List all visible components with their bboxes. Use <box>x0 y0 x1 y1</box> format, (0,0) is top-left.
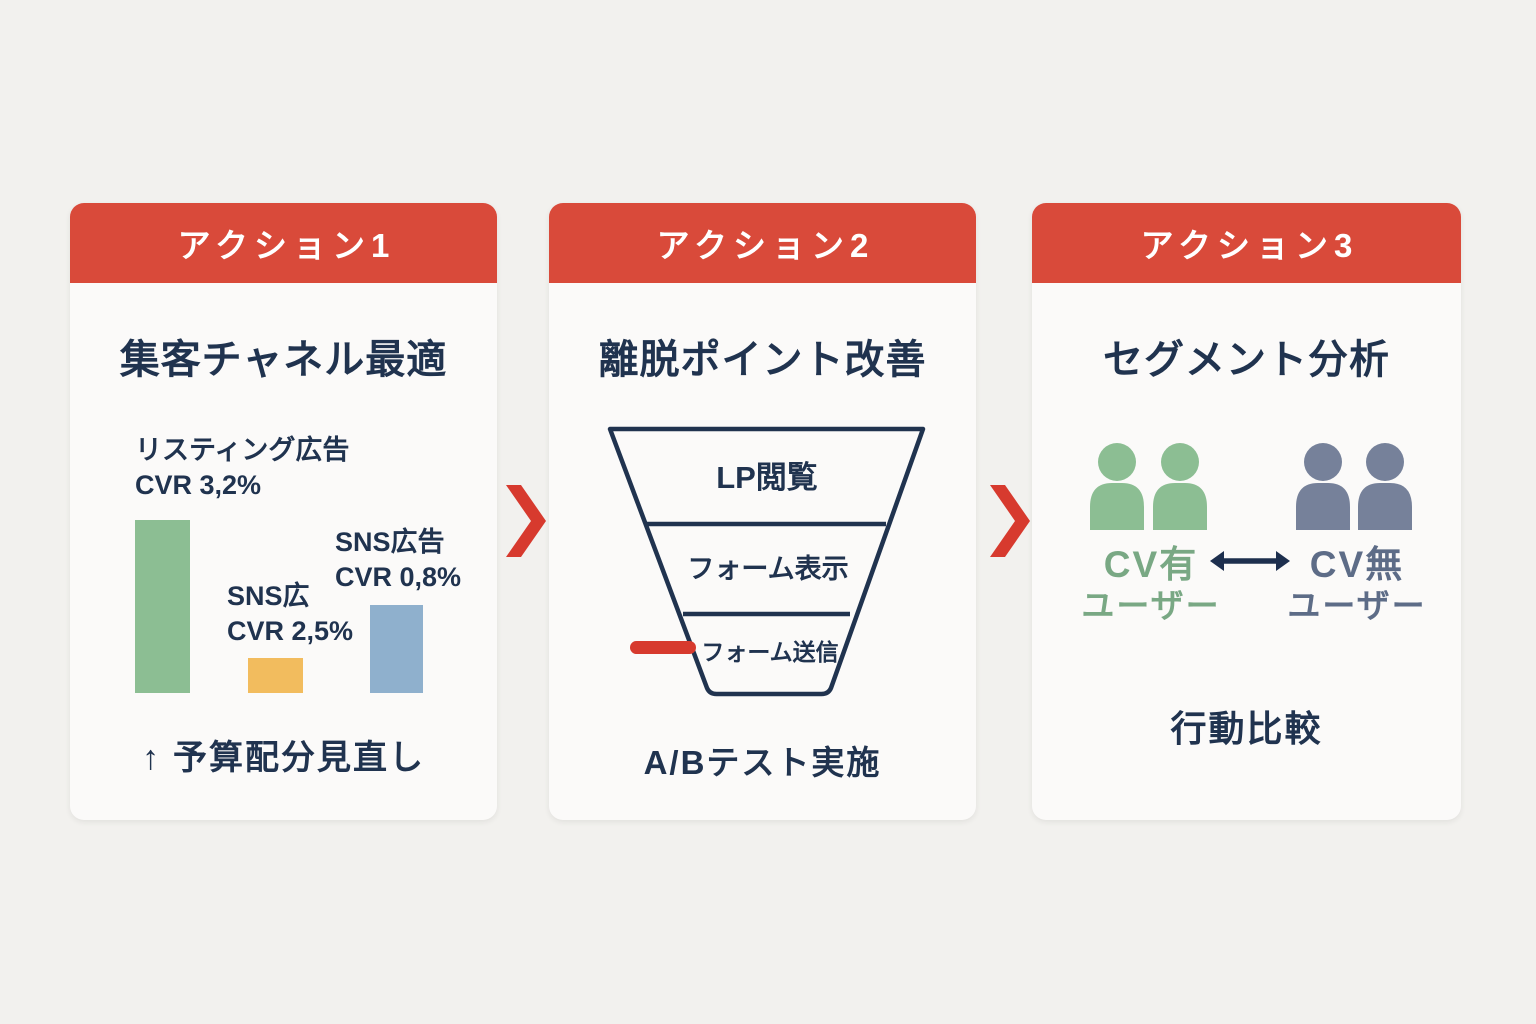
segment-cv-label: CV有 ユーザー <box>1046 543 1256 626</box>
bar-label-listing-name: リスティング広告 <box>135 435 350 465</box>
bar-sns-ad-2 <box>370 605 423 693</box>
funnel-outline-shape <box>607 426 926 697</box>
user-groups-graphic <box>1090 443 1412 530</box>
action-3-header-label: アクション3 <box>1140 227 1359 264</box>
segment-no-cv-line1: CV無 <box>1309 544 1405 585</box>
bar-label-sns2-cvr: CVR 0,8% <box>335 562 462 593</box>
dropoff-highlight-bar <box>630 641 696 654</box>
users-converted-icon <box>1090 443 1207 530</box>
bar-label-sns2: SNS広告 CVR 0,8% <box>335 525 461 595</box>
action-3-header: アクション3 <box>1032 203 1461 283</box>
action-2-header: アクション2 <box>549 203 976 283</box>
bar-label-listing: リスティング広告 CVR 3,2% <box>135 433 349 503</box>
action-1-footer-label: 予算配分見直し <box>173 739 425 777</box>
segment-cv-line1: CV有 <box>1103 544 1199 585</box>
funnel-stage-1-label: LP閲覧 <box>716 460 818 495</box>
segment-no-cv-line2: ユーザー <box>1287 586 1427 624</box>
bar-label-sns2-name: SNS広告 <box>335 527 445 557</box>
action-2-header-label: アクション2 <box>656 227 875 264</box>
up-arrow-icon: ↑ <box>142 739 161 777</box>
funnel-stage-2-label: フォーム表示 <box>687 554 848 584</box>
action-2-title: 離脱ポイント改善 <box>598 338 927 382</box>
chevron-right-icon <box>990 485 1030 557</box>
compare-double-arrow-icon <box>1210 551 1290 571</box>
action-1-title: 集客チャネル最適 <box>119 338 448 382</box>
bar-listing-ad <box>135 520 190 693</box>
action-card-1: アクション1 集客チャネル最適 リスティング広告 CVR 3,2% SNS広 C… <box>70 203 497 820</box>
action-1-header-label: アクション1 <box>177 227 396 264</box>
action-3-title: セグメント分析 <box>1103 338 1390 382</box>
bar-label-listing-cvr: CVR 3,2% <box>135 470 262 501</box>
bar-label-sns1-cvr: CVR 2,5% <box>227 616 354 647</box>
action-card-3: アクション3 セグメント分析 CV有 ユーザー <box>1032 203 1461 820</box>
funnel-stage-3-label: フォーム送信 <box>701 639 838 665</box>
segment-cv-line2: ユーザー <box>1081 586 1221 624</box>
action-1-header: アクション1 <box>70 203 497 283</box>
bar-sns-ad-1 <box>248 658 303 693</box>
bar-label-sns1-name: SNS広 <box>227 581 310 611</box>
segment-no-cv-label: CV無 ユーザー <box>1252 543 1462 626</box>
action-1-footer: ↑ 予算配分見直し <box>70 730 497 779</box>
action-3-footer: 行動比較 <box>1170 708 1323 749</box>
action-card-2: アクション2 離脱ポイント改善 LP閲覧 フォーム表示 フォーム送信 A/Bテス… <box>549 203 976 820</box>
chevron-right-icon <box>506 485 546 557</box>
users-not-converted-icon <box>1296 443 1412 530</box>
funnel-diagram: LP閲覧 フォーム表示 フォーム送信 <box>607 426 926 697</box>
bar-label-sns1: SNS広 CVR 2,5% <box>227 579 353 649</box>
action-2-footer: A/Bテスト実施 <box>643 744 882 781</box>
